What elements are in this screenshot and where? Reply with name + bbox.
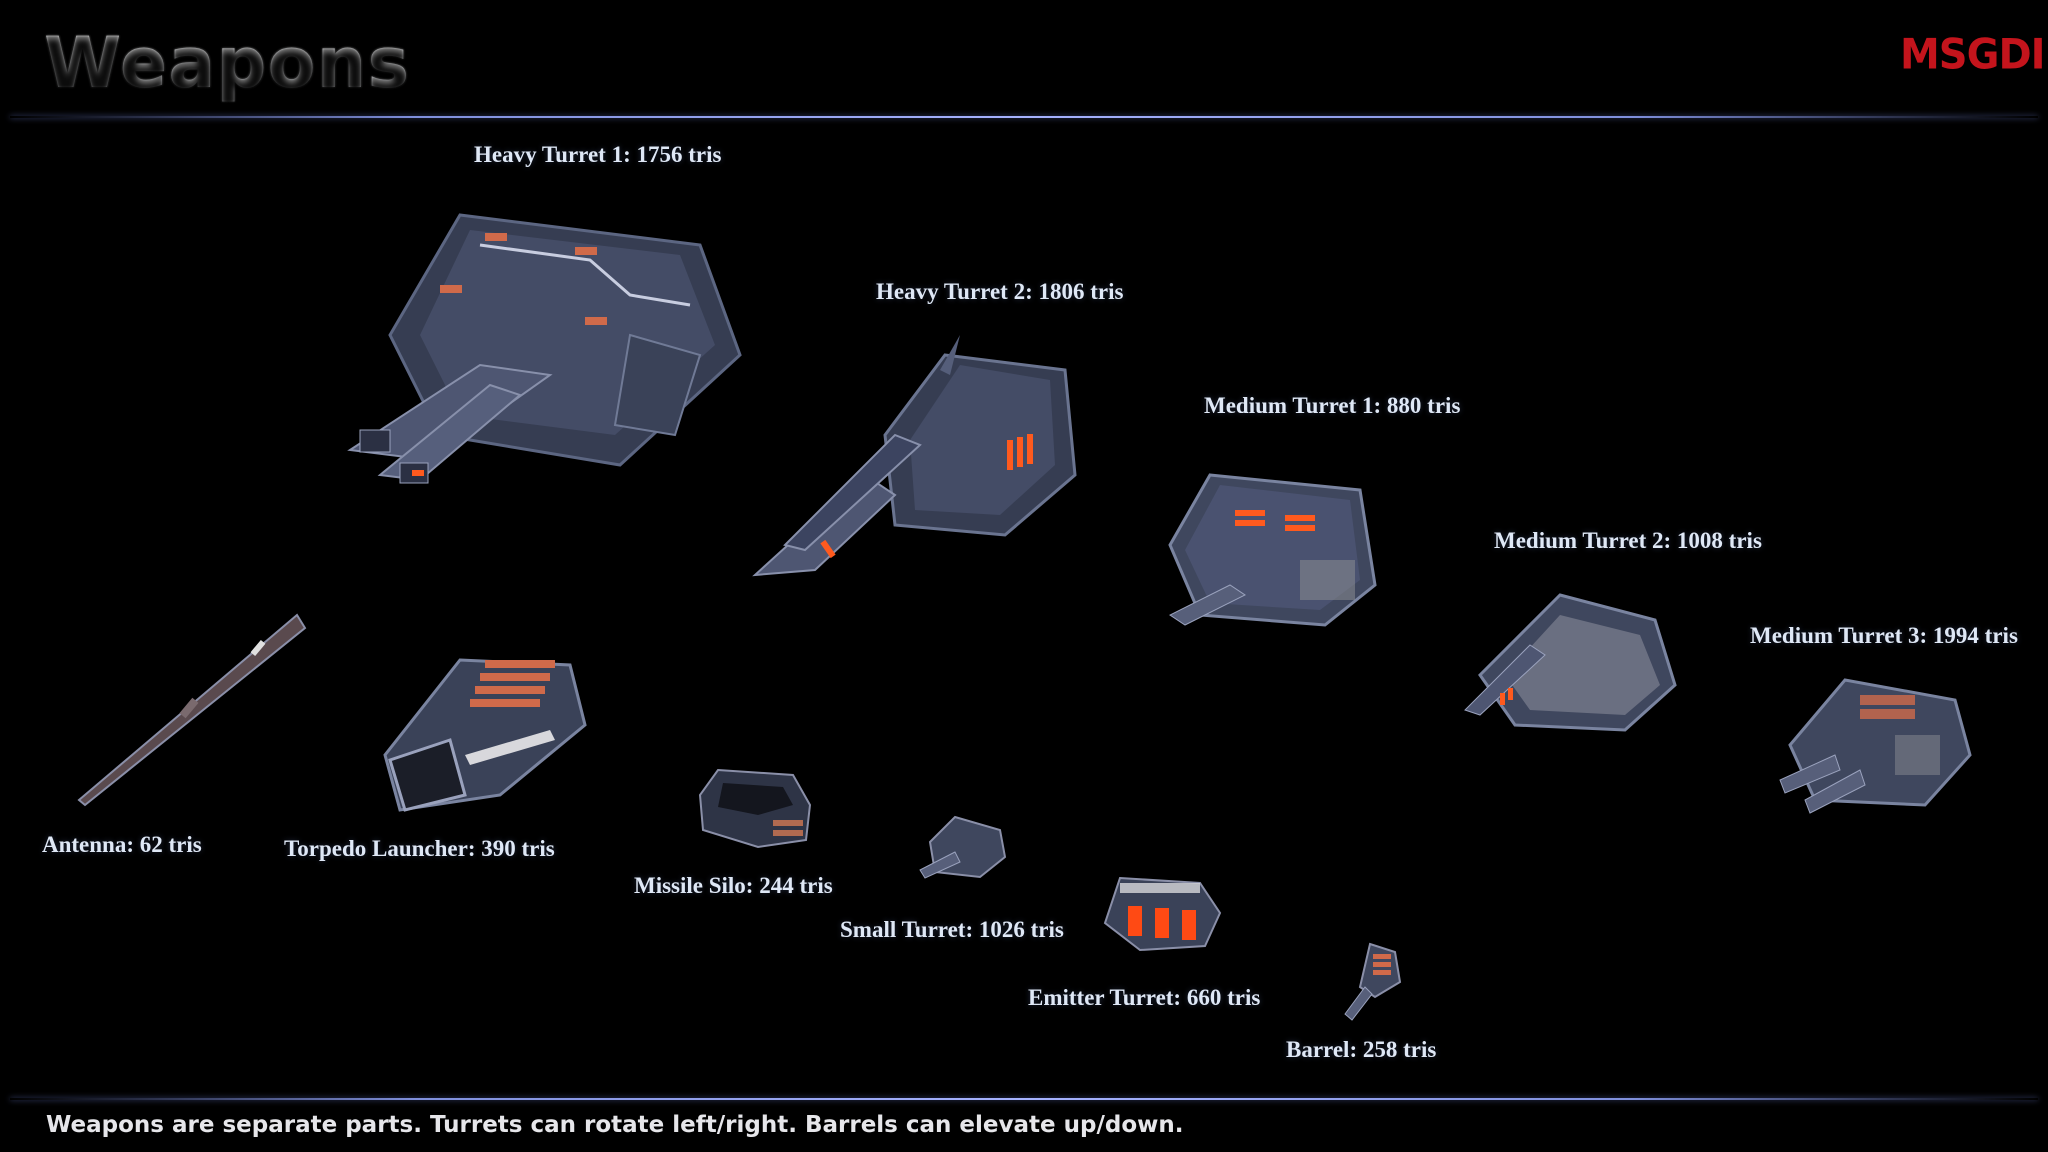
label-barrel: Barrel: 258 tris — [1286, 1037, 1437, 1062]
medium-turret-3-model — [1779, 678, 1972, 814]
footer-divider — [10, 1098, 2038, 1100]
label-torpedo-launcher: Torpedo Launcher: 390 tris — [284, 836, 555, 861]
footer-caption: Weapons are separate parts. Turrets can … — [46, 1112, 1184, 1138]
medium-turret-2-model — [1464, 593, 1677, 732]
page-title: Weapons — [44, 22, 411, 104]
label-medium-turret-3: Medium Turret 3: 1994 tris — [1750, 623, 2018, 648]
header-divider — [10, 116, 2038, 118]
label-medium-turret-1: Medium Turret 1: 880 tris — [1204, 393, 1461, 418]
heavy-turret-2-model — [752, 335, 1077, 577]
heavy-turret-1-model — [347, 213, 742, 484]
label-medium-turret-2: Medium Turret 2: 1008 tris — [1494, 528, 1762, 553]
label-emitter-turret: Emitter Turret: 660 tris — [1028, 985, 1261, 1010]
missile-silo-model — [698, 768, 812, 849]
barrel-model — [1344, 942, 1402, 1021]
msgdi-logo: MSGDI — [1900, 30, 2046, 80]
label-missile-silo: Missile Silo: 244 tris — [634, 873, 833, 898]
emitter-turret-model — [1103, 876, 1222, 952]
medium-turret-1-model — [1168, 473, 1377, 627]
torpedo-launcher-model — [383, 658, 587, 812]
antenna-model — [77, 613, 307, 807]
label-antenna: Antenna: 62 tris — [42, 832, 202, 857]
label-heavy-turret-2: Heavy Turret 2: 1806 tris — [876, 279, 1124, 304]
small-turret-model — [919, 815, 1007, 879]
label-heavy-turret-1: Heavy Turret 1: 1756 tris — [474, 142, 722, 167]
label-small-turret: Small Turret: 1026 tris — [840, 917, 1064, 942]
